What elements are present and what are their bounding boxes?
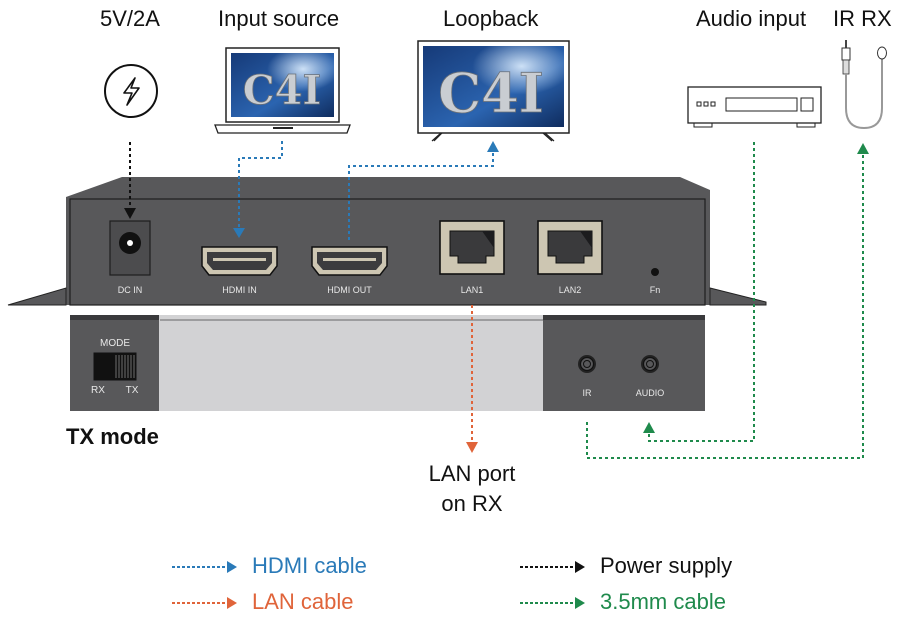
legend-audio-arrow-icon — [575, 597, 585, 609]
audio-player-icon — [687, 86, 822, 128]
lan1-label: LAN1 — [460, 285, 484, 295]
ir-cable-line — [586, 152, 864, 459]
power-arrow-icon — [124, 208, 136, 219]
device-front-panel — [7, 177, 767, 306]
audio-cable-line — [648, 142, 755, 442]
lan1-port — [439, 220, 505, 275]
fn-label: Fn — [649, 285, 661, 295]
hdmi-in-cable-line — [238, 141, 283, 230]
hdmi-in-arrow-icon — [233, 228, 245, 238]
audio-arrow-icon — [643, 422, 655, 433]
mode-tx-label: TX — [125, 385, 139, 396]
mode-rx-label: RX — [91, 385, 105, 396]
device-rear-panel — [70, 315, 705, 411]
legend-hdmi-label: HDMI cable — [252, 553, 367, 578]
tv-screen-logo: C4I — [438, 61, 544, 125]
legend-hdmi-arrow-icon — [227, 561, 237, 573]
lan-arrow-icon — [466, 442, 478, 453]
laptop-icon: C4I — [214, 47, 351, 134]
hdmi-in-label: HDMI IN — [222, 285, 257, 295]
lan2-port — [537, 220, 603, 275]
legend-power-arrow-icon — [575, 561, 585, 573]
ir-rx-label: IR RX — [833, 6, 892, 31]
lan2-label: LAN2 — [558, 285, 582, 295]
loopback-label: Loopback — [443, 6, 539, 31]
mode-caption: TX mode — [66, 424, 159, 449]
hdmi-out-cable-line — [348, 152, 494, 240]
fn-button — [651, 268, 659, 276]
laptop-screen-logo: C4I — [243, 67, 321, 114]
power-label: 5V/2A — [100, 6, 160, 31]
audio-jack — [641, 355, 659, 373]
lan-destination-label: LAN port on RX — [410, 459, 534, 519]
hdmi-out-label: HDMI OUT — [327, 285, 372, 295]
ir-arrow-icon — [857, 143, 869, 154]
legend-lan-arrow-icon — [227, 597, 237, 609]
ir-receiver-icon — [841, 40, 887, 130]
mode-switch[interactable] — [93, 352, 137, 381]
input-source-label: Input source — [218, 6, 340, 31]
legend-power-label: Power supply — [600, 553, 733, 578]
lan-destination-line1: LAN port — [428, 461, 516, 486]
dc-in-label: DC IN — [117, 285, 143, 295]
audio-input-label: Audio input — [696, 6, 807, 31]
hdmi-out-arrow-icon — [487, 141, 499, 152]
lan-destination-line2: on RX — [441, 491, 503, 516]
legend-audio-label: 3.5mm cable — [600, 589, 726, 614]
mode-switch-title: MODE — [100, 338, 130, 349]
ir-jack — [578, 355, 596, 373]
power-icon — [104, 64, 158, 118]
tv-icon: C4I — [417, 40, 570, 142]
legend-lan-label: LAN cable — [252, 589, 354, 614]
audio-label: AUDIO — [635, 388, 665, 398]
ir-label: IR — [582, 388, 592, 398]
